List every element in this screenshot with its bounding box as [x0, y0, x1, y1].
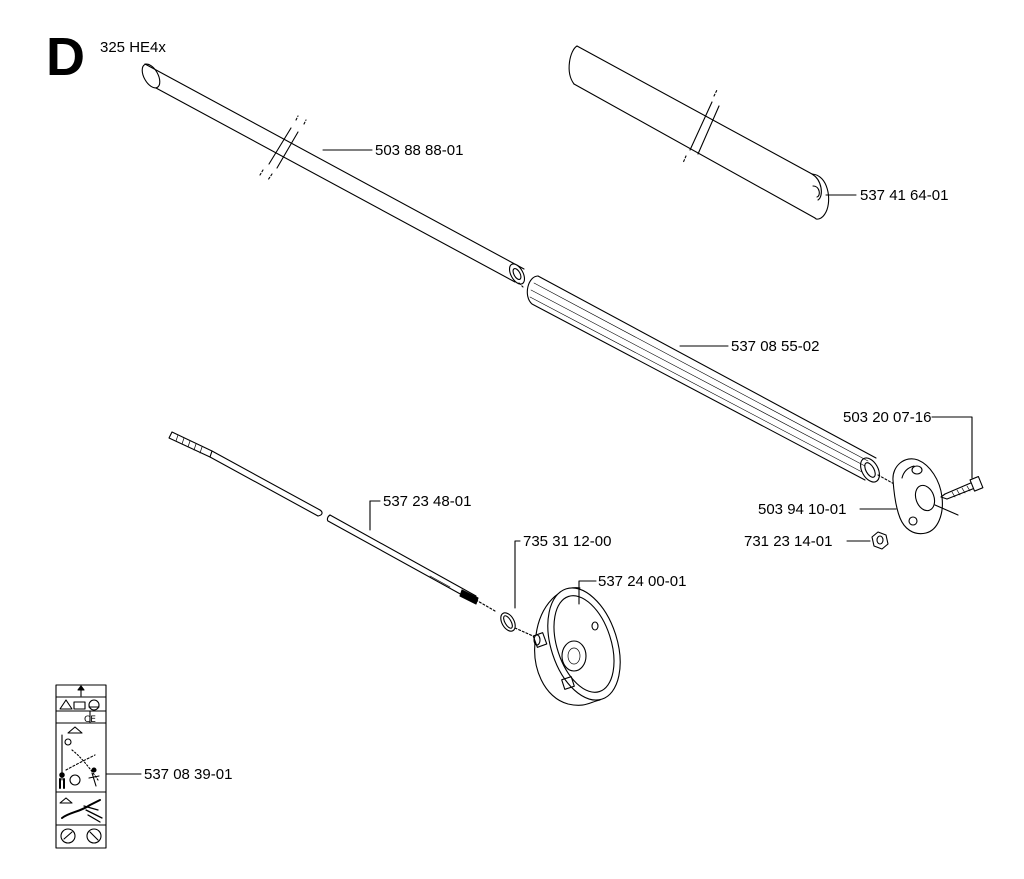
part-number-upper-tube: 503 88 88-01: [375, 142, 464, 159]
part-number-decal: 537 08 39-01: [144, 766, 233, 783]
grip-sleeve-drawing: [526, 275, 906, 491]
decal-drawing: [55, 684, 142, 849]
upper-tube-drawing: [141, 63, 526, 288]
clutch-drum-drawing: [532, 580, 621, 706]
part-number-o-ring: 735 31 12-00: [523, 533, 612, 550]
section-letter: D: [46, 27, 85, 87]
part-number-bolt: 503 20 07-16: [843, 409, 932, 426]
part-number-bracket: 503 94 10-01: [758, 501, 847, 518]
drive-shaft-drawing: [168, 431, 496, 612]
nut-drawing: [846, 531, 889, 550]
ce-mark: CE: [84, 715, 96, 725]
part-number-nut: 731 23 14-01: [744, 533, 833, 550]
bolt-drawing: [931, 416, 984, 500]
part-number-upper-tube-alt: 537 41 64-01: [860, 187, 949, 204]
o-ring-drawing: [500, 540, 534, 637]
part-number-clutch-drum: 537 24 00-01: [598, 573, 687, 590]
bracket-drawing: [859, 458, 959, 535]
part-number-drive-shaft: 537 23 48-01: [383, 493, 472, 510]
upper-tube-alt-drawing: [568, 45, 857, 220]
model-name: 325 HE4x: [100, 39, 166, 56]
part-number-grip-sleeve: 537 08 55-02: [731, 338, 820, 355]
